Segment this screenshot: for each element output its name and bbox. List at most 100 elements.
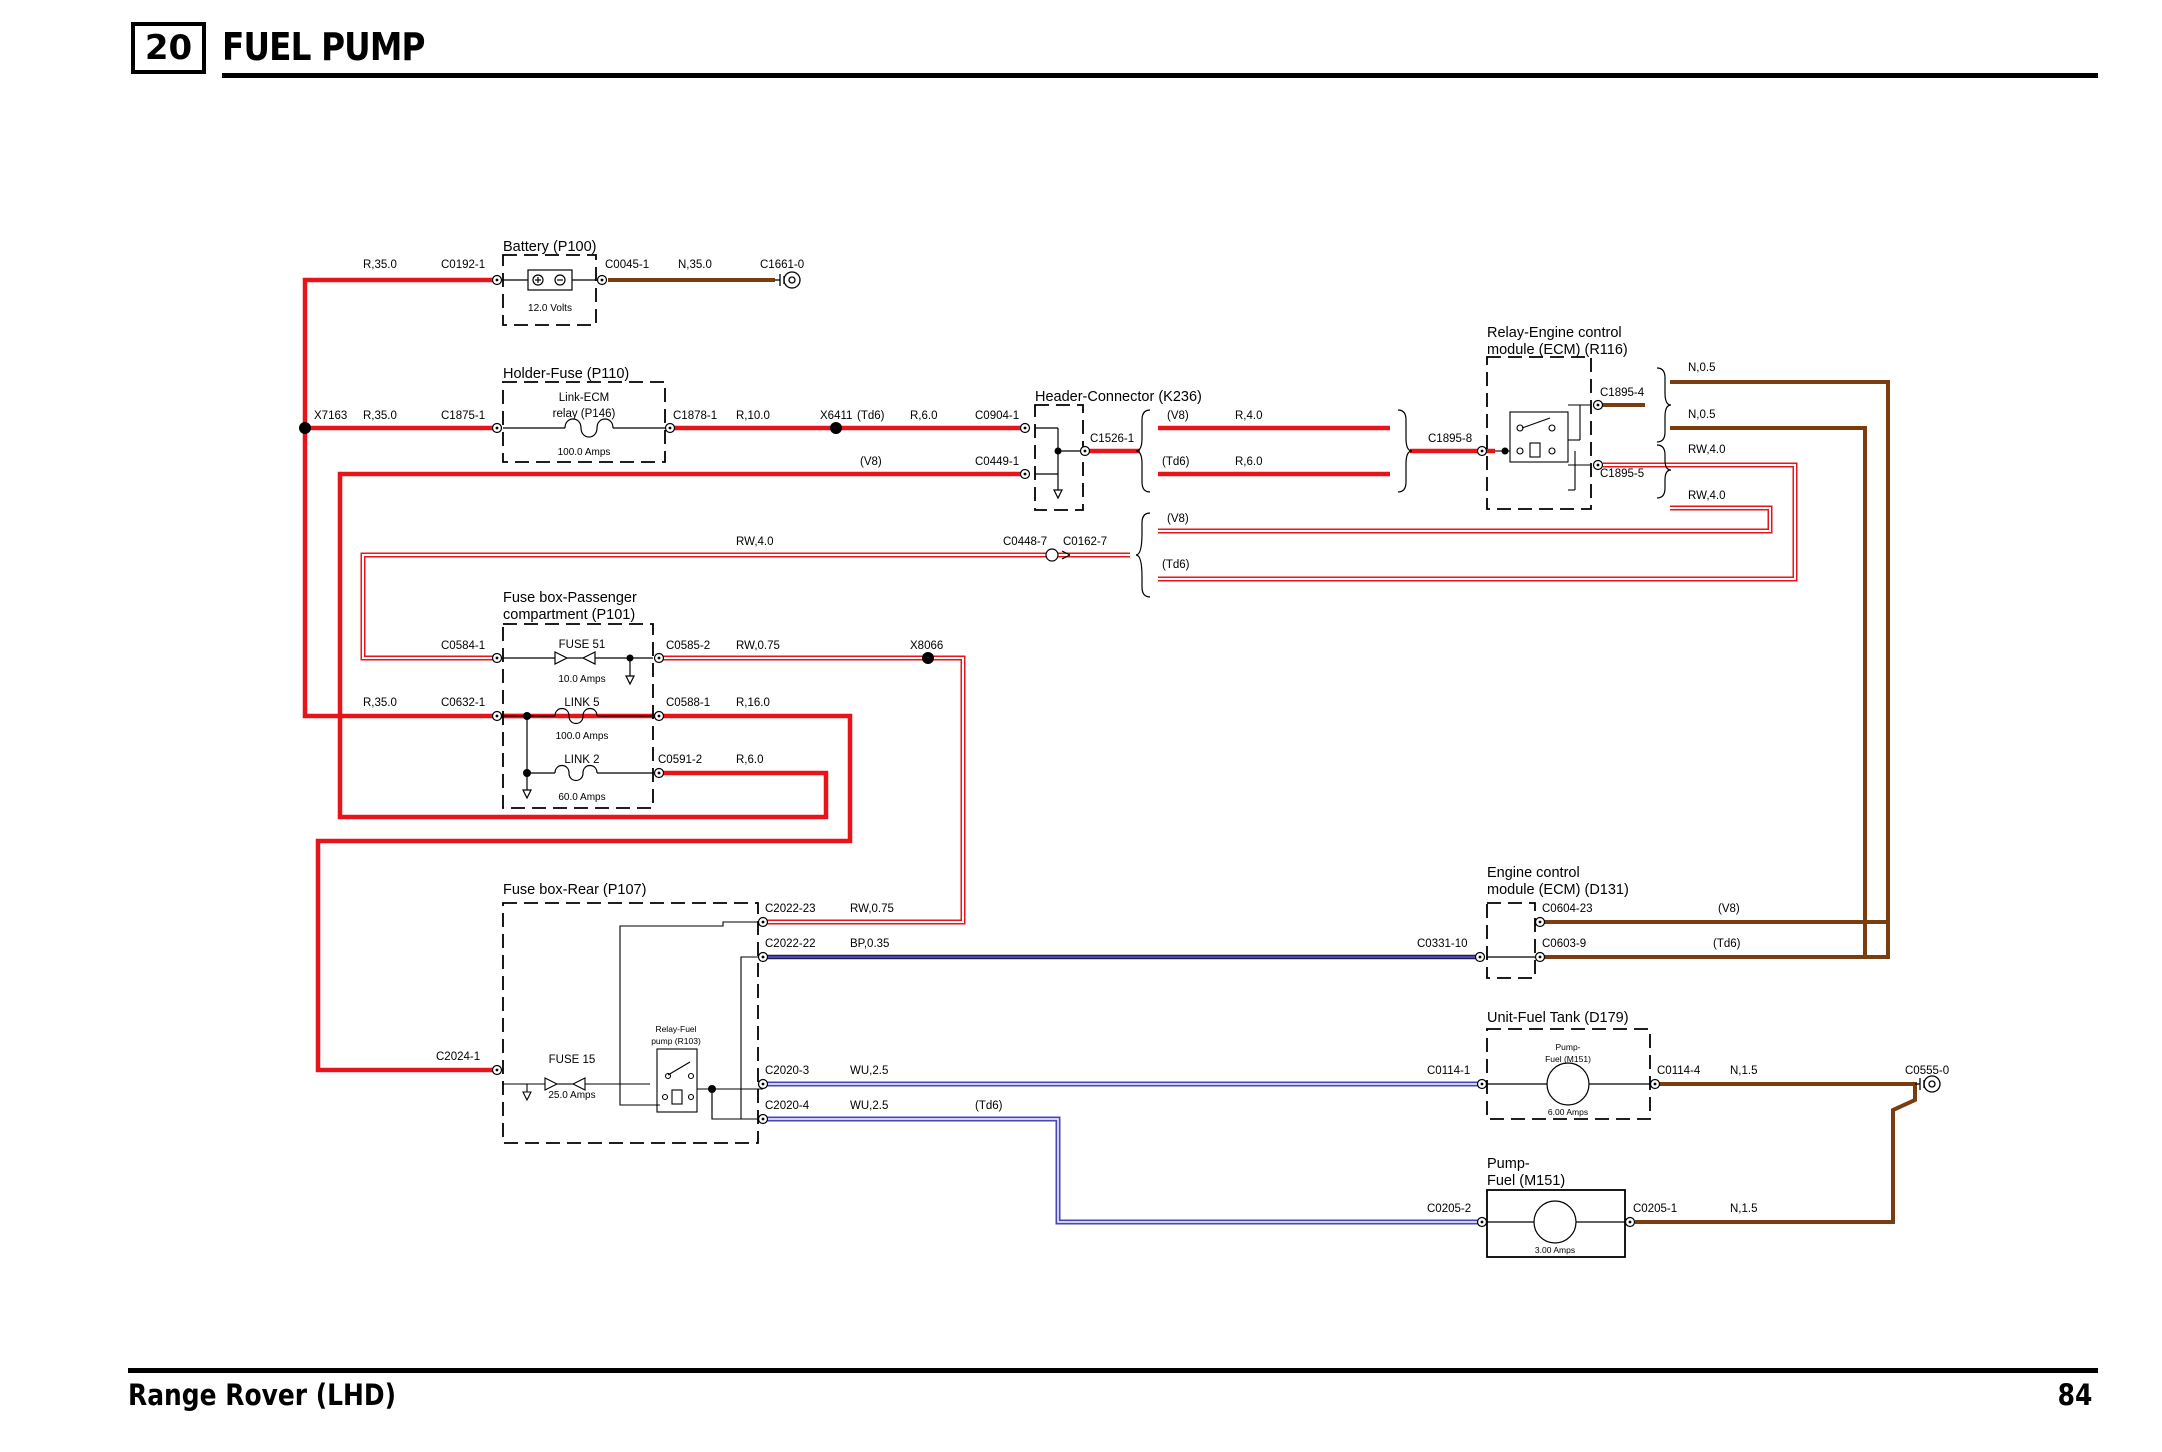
wire-label-n15-a: N,1.5: [1730, 1065, 1758, 1077]
relay-ecm-title-2: module (ECM) (R116): [1487, 342, 1628, 358]
pump-fuel-title-2: Fuel (M151): [1487, 1173, 1565, 1189]
fusebox-passenger-internals: [503, 651, 653, 800]
brown-wires: [608, 278, 1917, 1224]
ecm-title-2: module (ECM) (D131): [1487, 882, 1629, 898]
fuel-tank-pump-1: Pump-: [1555, 1042, 1580, 1052]
label-c1661-0: C1661-0: [760, 259, 804, 271]
label-c0114-4: C0114-4: [1657, 1065, 1701, 1077]
wire-label-r6-link2: R,6.0: [736, 754, 764, 766]
wire-label-r35-c0632: R,35.0: [363, 697, 397, 709]
wire-label-n05-b: N,0.5: [1688, 409, 1716, 421]
wire-c0114-4: [1635, 1082, 1917, 1224]
variant-td6-c0162: (Td6): [1162, 559, 1190, 571]
wire-label-r6-td6: R,6.0: [1235, 456, 1263, 468]
label-c1875-1: C1875-1: [441, 410, 485, 422]
link2-rating: 60.0 Amps: [558, 792, 605, 803]
wire-c0449-c0591: [337, 471, 1025, 820]
fusebox-rear-title: Fuse box-Rear (P107): [503, 882, 646, 898]
wire-label-r6-x6411: R,6.0: [910, 410, 938, 422]
section-number-box: 20: [131, 22, 206, 74]
fuel-tank-title: Unit-Fuel Tank (D179): [1487, 1010, 1629, 1026]
page-number: 84: [2057, 1378, 2092, 1412]
fuel-tank-motor-symbol: [1487, 1062, 1650, 1106]
header-rule: [222, 73, 2098, 78]
holder-fuse-title: Holder-Fuse (P110): [503, 366, 629, 382]
relay-ecm-title-1: Relay-Engine control: [1487, 325, 1622, 341]
label-c0192-1: C0192-1: [441, 259, 485, 271]
splice-x7163: [299, 422, 311, 434]
label-c2020-4: C2020-4: [765, 1100, 810, 1112]
header-connector-title: Header-Connector (K236): [1035, 389, 1202, 405]
wire-c1895-5-lower: [1158, 505, 1773, 534]
relay-ecm-symbol: [1495, 404, 1591, 491]
fuel-tank-rating: 6.00 Amps: [1548, 1107, 1588, 1117]
label-c0585-2: C0585-2: [666, 640, 710, 652]
wire-label-wu25-a: WU,2.5: [850, 1065, 888, 1077]
holder-fuse-box: [502, 381, 666, 463]
fuse15-rating: 25.0 Amps: [548, 1090, 595, 1101]
variant-v8-c0162: (V8): [1167, 513, 1189, 525]
relay-fuel-label-2: pump (R103): [651, 1036, 701, 1046]
wire-label-wu25-b: WU,2.5: [850, 1100, 888, 1112]
label-c0904-1: C0904-1: [975, 410, 1019, 422]
wire-label-r16: R,16.0: [736, 697, 770, 709]
wire-label-n35: N,35.0: [678, 259, 712, 271]
label-c0162-7: C0162-7: [1063, 536, 1107, 548]
label-c1895-5: C1895-5: [1600, 468, 1644, 480]
label-x7163: X7163: [314, 410, 347, 422]
battery-rating: 12.0 Volts: [528, 303, 572, 314]
red-wires: [302, 277, 1495, 1073]
blue-white-wires: [763, 1081, 1482, 1225]
label-c0604-23: C0604-23: [1542, 903, 1593, 915]
wire-label-rw4-b: RW,4.0: [1688, 490, 1726, 502]
label-c2022-22: C2022-22: [765, 938, 816, 950]
wire-label-r10: R,10.0: [736, 410, 770, 422]
section-number: 20: [144, 28, 193, 68]
fusebox-pass-title-1: Fuse box-Passenger: [503, 590, 637, 606]
variant-td6-ecm: (Td6): [1713, 938, 1741, 950]
link5-label: LINK 5: [564, 697, 599, 709]
variant-labels: (Td6) (V8) (V8) (Td6) (V8) (Td6) (V8) (T…: [857, 410, 1741, 1112]
relay-ecm-box: [1486, 356, 1592, 510]
label-x6411: X6411: [820, 410, 852, 422]
fuse51-label: FUSE 51: [559, 639, 606, 651]
vehicle-name: Range Rover (LHD): [128, 1378, 396, 1412]
label-c0632-1: C0632-1: [441, 697, 485, 709]
wire-label-r35-x7163: R,35.0: [363, 410, 397, 422]
wire-label-n05-a: N,0.5: [1688, 362, 1716, 374]
variant-td6-c2020-4: (Td6): [975, 1100, 1003, 1112]
fuse51-rating: 10.0 Amps: [558, 674, 605, 685]
battery-title: Battery (P100): [503, 239, 597, 255]
wire-label-rw4-c: RW,4.0: [736, 536, 774, 548]
fusebox-pass-title-2: compartment (P101): [503, 607, 635, 623]
connector-labels: C0192-1 C0045-1 C1661-0 X7163 C1875-1 C1…: [314, 259, 1949, 1215]
label-c1895-4: C1895-4: [1600, 387, 1645, 399]
battery-box: [502, 254, 597, 326]
label-c0205-1: C0205-1: [1633, 1203, 1677, 1215]
pump-fuel-title-1: Pump-: [1487, 1156, 1530, 1172]
link-ecm-symbol: [503, 418, 665, 438]
wire-label-rw4-a: RW,4.0: [1688, 444, 1726, 456]
label-c0331-10: C0331-10: [1417, 938, 1468, 950]
label-c2024-1: C2024-1: [436, 1051, 480, 1063]
inline-connector-c0448: [1045, 548, 1071, 562]
splice-dots: [299, 422, 934, 664]
label-c0603-9: C0603-9: [1542, 938, 1586, 950]
variant-v8-k236: (V8): [1167, 410, 1189, 422]
red-white-wires: [360, 462, 1798, 925]
label-x8066: X8066: [910, 640, 943, 652]
wire-label-r4: R,4.0: [1235, 410, 1263, 422]
wire-label-rw075-a: RW,0.75: [736, 640, 780, 652]
fusebox-rear-internals: [503, 921, 763, 1120]
ecm-title-1: Engine control: [1487, 865, 1580, 881]
header-connector-box: [1034, 404, 1084, 511]
label-c0449-1: C0449-1: [975, 456, 1019, 468]
label-c1526-1: C1526-1: [1090, 433, 1134, 445]
label-c2020-3: C2020-3: [765, 1065, 809, 1077]
page-title: FUEL PUMP: [222, 25, 425, 69]
label-c0045-1: C0045-1: [605, 259, 649, 271]
label-c0555-0: C0555-0: [1905, 1065, 1949, 1077]
fuel-tank-pump-2: Fuel (M151): [1545, 1054, 1591, 1064]
